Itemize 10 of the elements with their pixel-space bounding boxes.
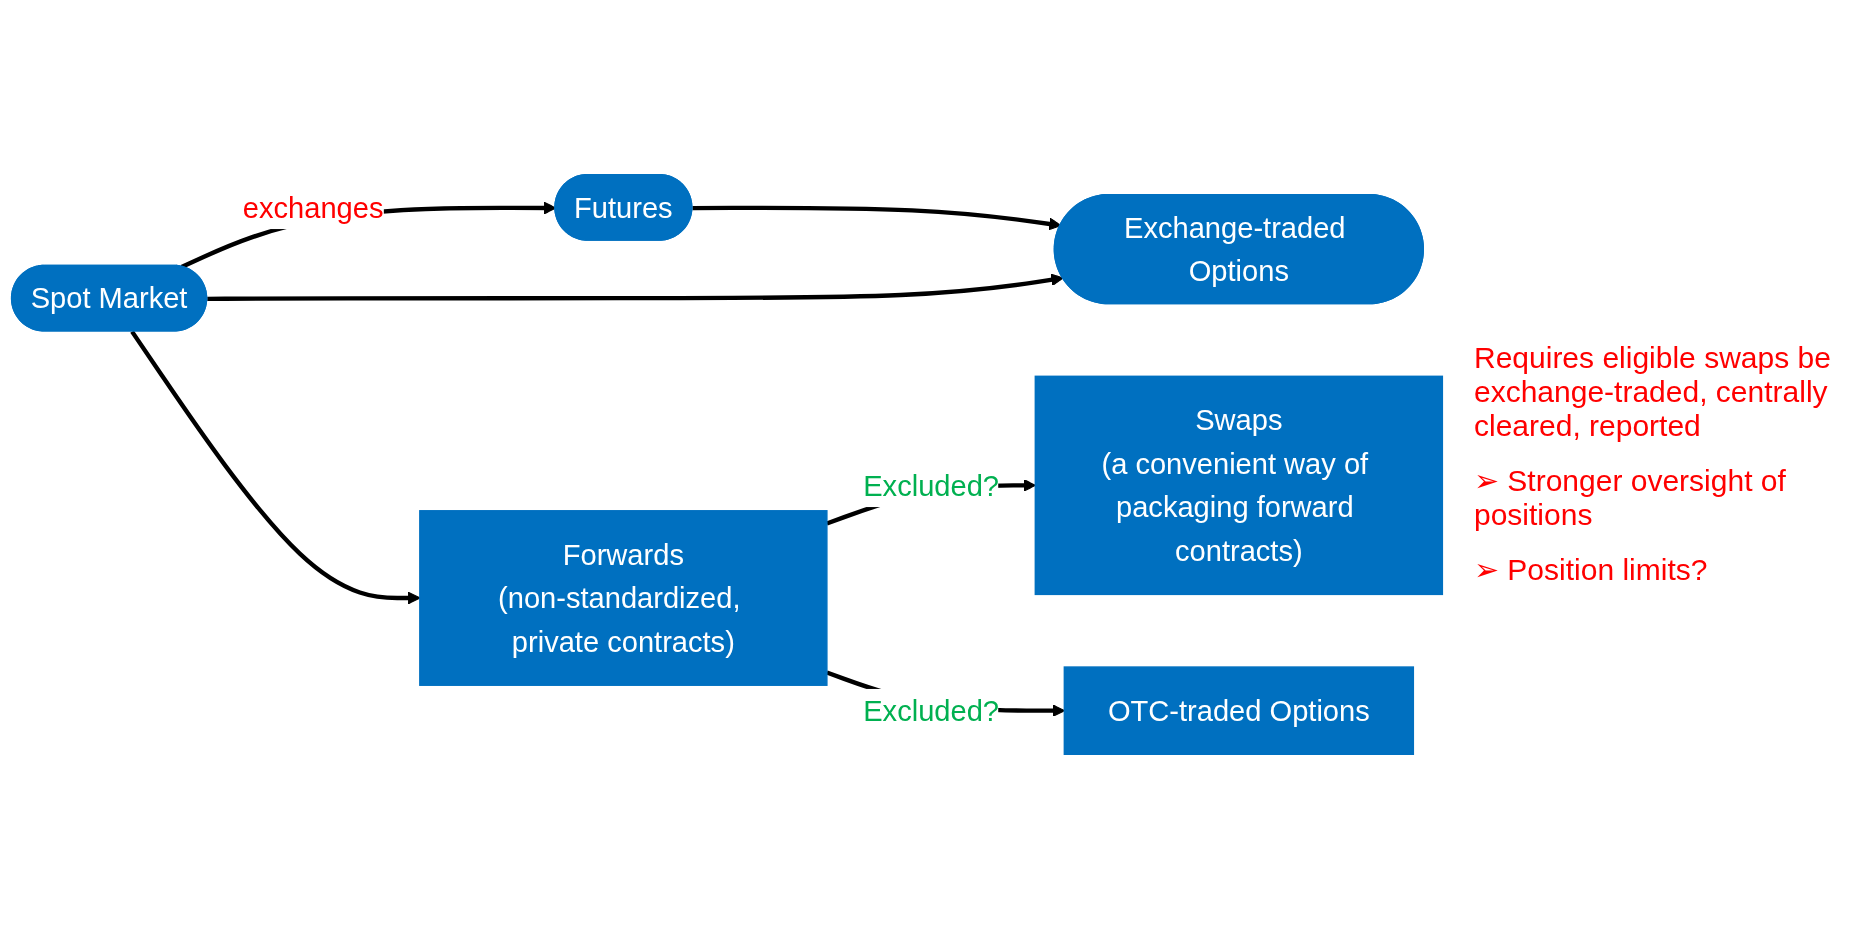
edge-label: Excluded? [863, 468, 999, 501]
edge-label: exchanges [242, 190, 384, 223]
node-box: Forwards (non-standardized, private contracts) [419, 509, 828, 686]
edge-label: Excluded? [863, 694, 999, 727]
node-box: Swaps (a convenient way of packaging forward contracts) [1034, 375, 1444, 595]
note-text: ➢ Position limits? [1474, 552, 1709, 587]
note-text: ➢ Stronger oversight of positions [1474, 463, 1787, 532]
node-box: OTC-traded Options [1063, 665, 1415, 755]
note-text: Requires eligible swaps be exchange-traded, centrally cleared, reported [1474, 341, 1832, 443]
arrow [207, 273, 1064, 301]
